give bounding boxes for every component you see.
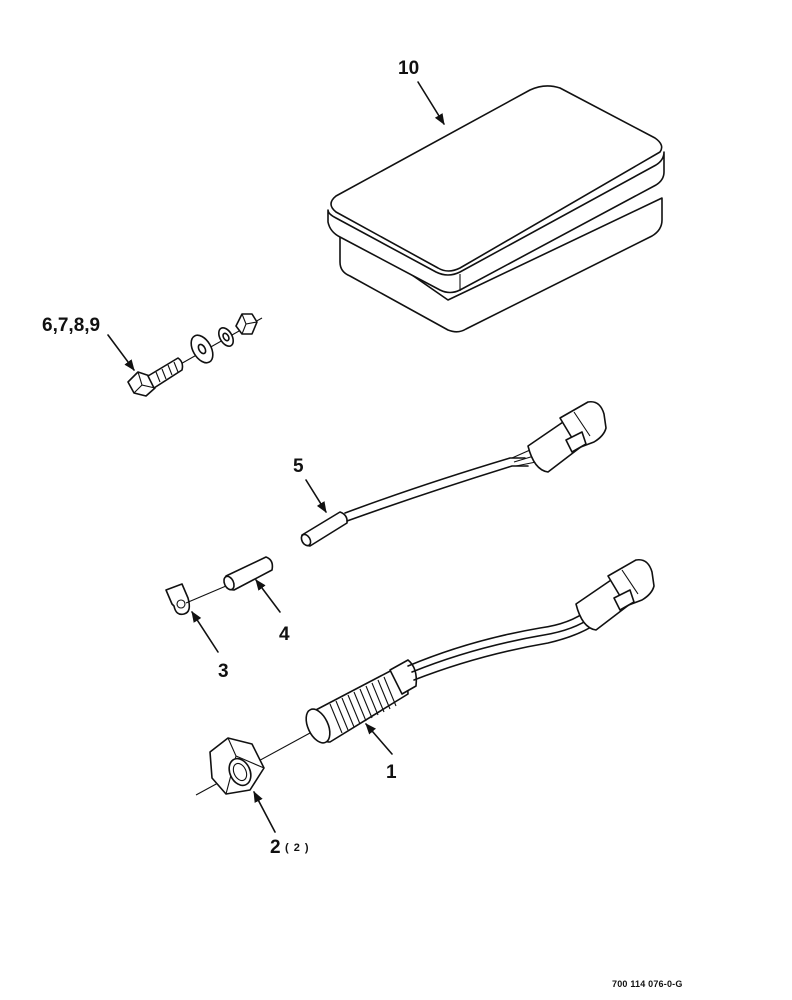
leader-arrows bbox=[107, 81, 445, 833]
callout-1: 1 bbox=[386, 762, 397, 783]
leader-arrow-1 bbox=[365, 723, 393, 755]
reference-number: 700 114 076-0-G bbox=[612, 979, 683, 989]
hex-nut-part bbox=[209, 737, 265, 795]
leader-arrow-6789 bbox=[107, 334, 135, 371]
callout-3: 3 bbox=[218, 661, 229, 682]
storage-box-part bbox=[327, 85, 665, 333]
callout-5: 5 bbox=[293, 456, 304, 477]
leader-arrow-5 bbox=[305, 479, 327, 513]
sleeve-part bbox=[223, 556, 274, 591]
leader-arrow-4 bbox=[255, 579, 281, 613]
callout-4: 4 bbox=[279, 624, 290, 645]
sensor-harness-part bbox=[300, 400, 607, 547]
p-clip-part bbox=[165, 583, 227, 616]
callout-6789: 6,7,8,9 bbox=[42, 315, 100, 336]
leader-arrow-10 bbox=[417, 81, 445, 125]
leader-arrow-3 bbox=[191, 611, 219, 653]
callout-10: 10 bbox=[398, 58, 419, 79]
bolt-hardware-part bbox=[127, 313, 263, 397]
callout-2: 2 bbox=[270, 837, 281, 858]
threaded-sensor-part bbox=[195, 558, 655, 796]
leader-arrow-2 bbox=[253, 791, 276, 833]
callout-2-quantity: ( 2 ) bbox=[285, 842, 310, 854]
